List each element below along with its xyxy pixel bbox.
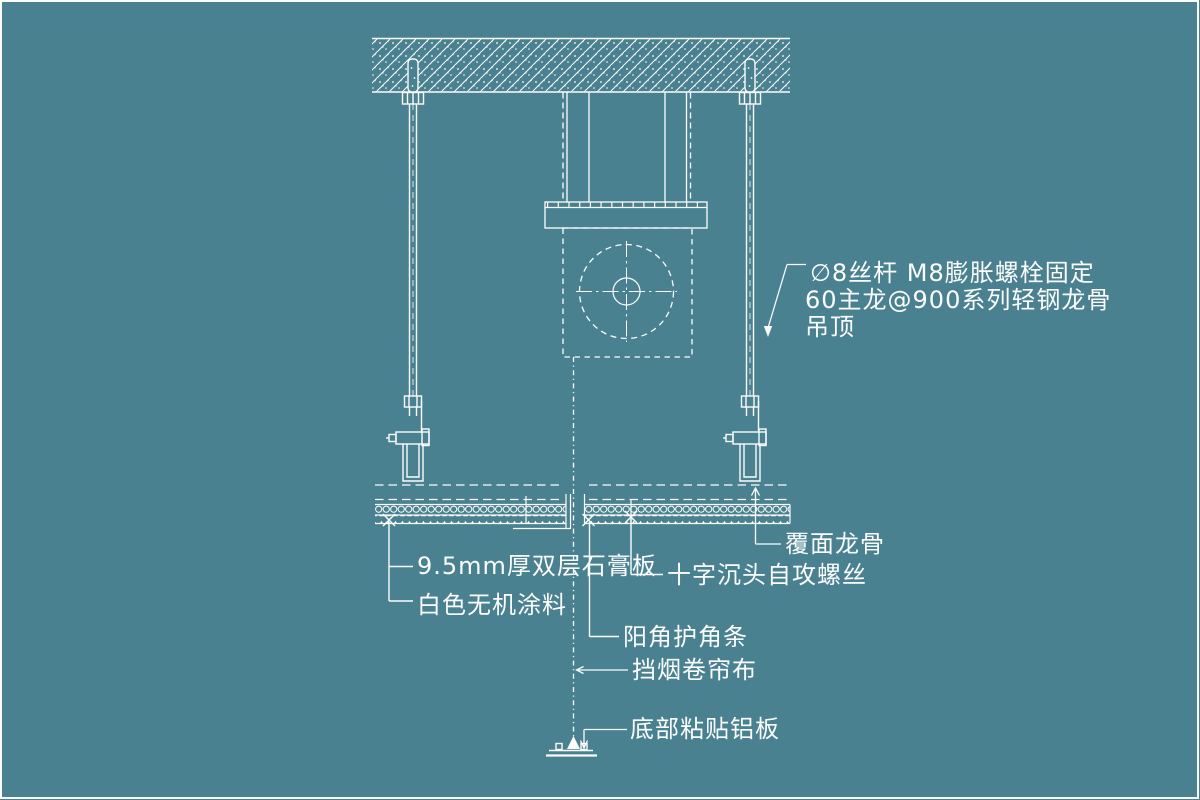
label-smoke-curtain: 挡烟卷帘布 xyxy=(632,656,757,684)
leader-corner-guard xyxy=(582,513,619,638)
arrow-left-icon xyxy=(575,665,584,675)
carrier-channel-section xyxy=(739,444,761,482)
ceiling-board-left xyxy=(375,484,572,530)
leader-gypsum-paint xyxy=(382,513,413,602)
expansion-anchor-icon xyxy=(407,58,419,93)
leader-furring-channel xyxy=(750,486,781,545)
label-rod-note-line2: 60主龙@900系列轻钢龙骨 xyxy=(805,286,1111,314)
leader-rod-note xyxy=(763,263,806,337)
expansion-anchor-icon xyxy=(744,58,756,93)
label-self-tapping-screw: 十字沉头自攻螺丝 xyxy=(667,561,867,589)
suspension-rod-right xyxy=(723,58,767,482)
label-rod-note-line3: 吊顶 xyxy=(805,313,855,341)
label-white-paint: 白色无机涂料 xyxy=(417,591,567,619)
concrete-slab xyxy=(372,37,790,93)
slab-hatch xyxy=(372,38,790,92)
arrow-down-icon xyxy=(763,326,773,337)
label-corner-guard: 阳角护角条 xyxy=(623,623,748,651)
leader-screw xyxy=(624,510,663,576)
arrow-down-icon xyxy=(579,740,589,750)
carrier-channel-section xyxy=(402,444,424,482)
leader-smoke-curtain xyxy=(575,665,628,675)
roller-housing xyxy=(562,227,693,358)
label-gypsum-board: 9.5mm厚双层石膏板 xyxy=(417,552,657,580)
curtain-roller-assembly xyxy=(544,92,708,358)
label-bottom-aluminum: 底部粘贴铝板 xyxy=(630,715,780,743)
arrow-up-icon xyxy=(750,486,761,496)
label-furring-channel: 覆面龙骨 xyxy=(785,530,885,558)
leader-bottom-plate xyxy=(579,728,627,750)
label-rod-note-line1: ∅8丝杆 M8膨胀螺栓固定 xyxy=(810,259,1095,287)
suspension-rod-left xyxy=(386,58,430,482)
